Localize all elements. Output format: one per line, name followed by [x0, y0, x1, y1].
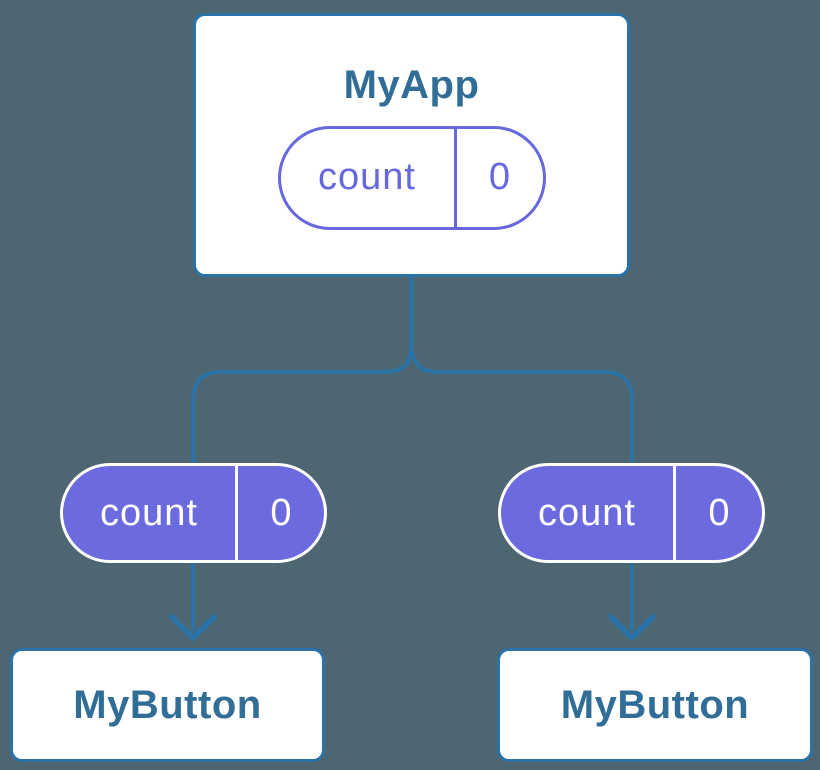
prop-pill-right-label: count [538, 491, 636, 534]
root-state-pill-label: count [318, 156, 416, 198]
root-node-title: MyApp [343, 62, 480, 107]
stem-flare-left-curve [383, 344, 414, 374]
branch-right-line [436, 370, 634, 468]
child-node-mybutton-right: MyButton [497, 648, 813, 762]
child-node-mybutton-left: MyButton [10, 648, 325, 762]
prop-pill-right-value: 0 [708, 491, 730, 534]
prop-pill-left-label: count [100, 491, 198, 534]
root-node-myapp: MyApp count 0 [193, 13, 630, 277]
prop-pill-left-divider [235, 466, 238, 560]
arrow-right-head-icon [608, 614, 656, 641]
prop-pill-right-divider [673, 466, 676, 560]
stem-flare-right-curve [409, 344, 440, 374]
root-state-pill-value: 0 [488, 156, 511, 198]
prop-pill-right: count 0 [498, 463, 765, 563]
branch-left-line [191, 370, 387, 468]
root-state-pill-divider [453, 128, 457, 227]
child-node-right-title: MyButton [560, 683, 750, 727]
child-node-left-title: MyButton [73, 683, 262, 727]
prop-pill-left: count 0 [60, 463, 327, 563]
connector-strokes [169, 272, 656, 641]
root-state-pill: count 0 [277, 125, 546, 230]
arrow-left-head-icon [169, 614, 217, 641]
prop-pill-left-value: 0 [270, 491, 292, 534]
